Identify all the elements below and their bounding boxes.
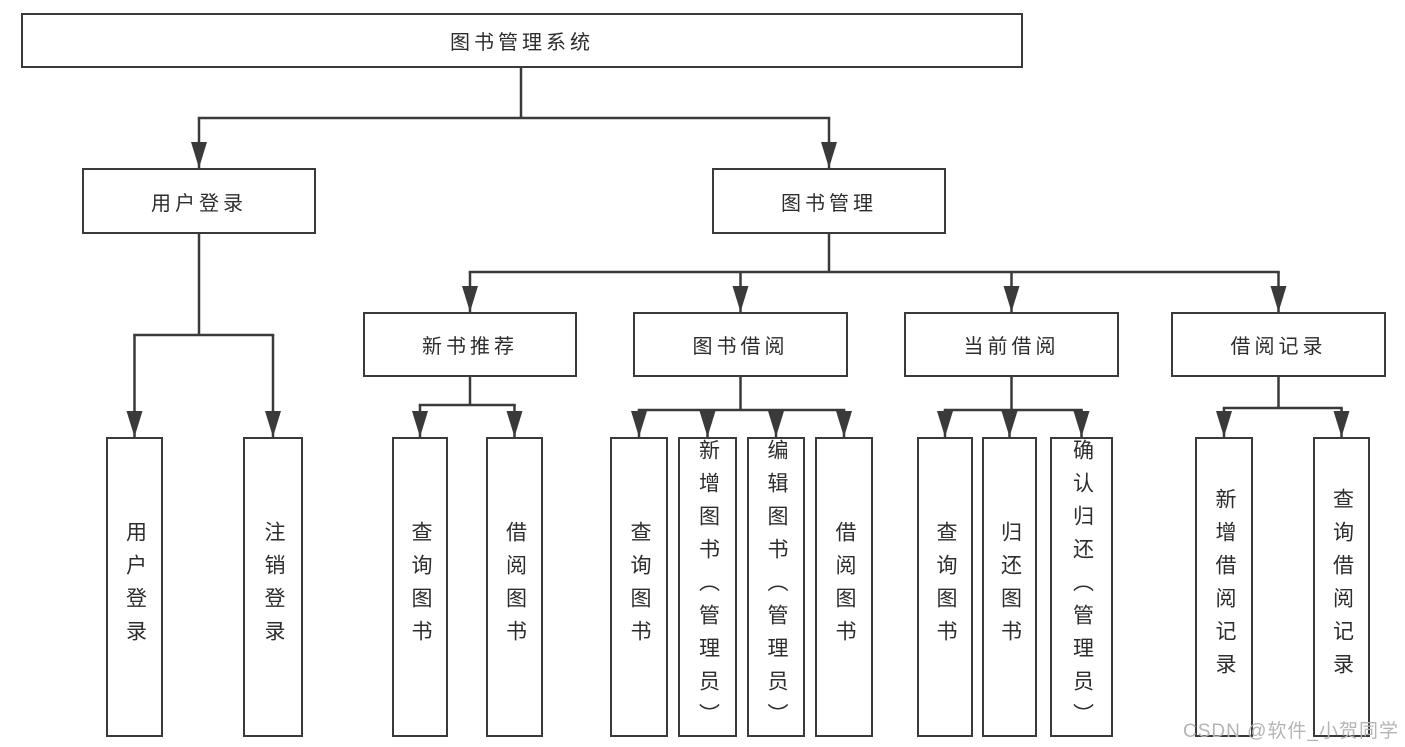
node-label: 新增借阅记录 xyxy=(1213,488,1236,686)
node-library-management-system: 图书管理系统 xyxy=(21,13,1023,68)
leaf-user-login: 用户登录 xyxy=(106,437,163,737)
node-book-management: 图书管理 xyxy=(712,168,946,234)
arrows-borrow-records-leaves xyxy=(1216,408,1350,437)
node-new-book-recommend: 新书推荐 xyxy=(363,312,577,377)
leaf-add-books-admin: 新增图书（管理员） xyxy=(678,437,737,737)
csdn-watermark: CSDN @软件_小贺同学 xyxy=(1183,721,1399,742)
node-label: 借阅图书 xyxy=(833,521,856,653)
node-label: 查询图书 xyxy=(409,521,432,653)
node-label: 确认归还（管理员） xyxy=(1070,439,1094,736)
node-label: 查询图书 xyxy=(628,521,651,653)
node-label: 当前借阅 xyxy=(963,336,1060,358)
node-label: 图书管理 xyxy=(781,192,877,215)
node-user-login: 用户登录 xyxy=(82,168,316,234)
node-label: 图书借阅 xyxy=(692,336,789,358)
leaf-query-borrow-record: 查询借阅记录 xyxy=(1313,437,1370,737)
node-book-borrowing: 图书借阅 xyxy=(633,312,848,377)
arrows-root-to-level2 xyxy=(191,118,837,168)
node-label: 图书管理系统 xyxy=(450,32,594,54)
arrows-user-login-leaves xyxy=(126,335,281,437)
node-label: 新增图书（管理员） xyxy=(696,439,720,736)
leaf-add-borrow-record: 新增借阅记录 xyxy=(1195,437,1253,737)
node-label: 用户登录 xyxy=(123,521,147,653)
leaf-query-books-3: 查询图书 xyxy=(917,437,973,737)
leaf-return-books: 归还图书 xyxy=(982,437,1037,737)
leaf-logout: 注销登录 xyxy=(243,437,303,737)
leaf-edit-books-admin: 编辑图书（管理员） xyxy=(747,437,805,737)
node-label: 注销登录 xyxy=(262,521,285,653)
node-label: 查询图书 xyxy=(934,521,957,653)
arrows-book-borrow-leaves xyxy=(631,410,852,437)
arrows-new-book-leaves xyxy=(412,405,523,437)
node-current-borrowing: 当前借阅 xyxy=(904,312,1119,377)
node-label: 归还图书 xyxy=(998,521,1022,653)
node-borrowing-records: 借阅记录 xyxy=(1171,312,1386,377)
leaf-borrow-books-1: 借阅图书 xyxy=(486,437,543,737)
leaf-confirm-return-admin: 确认归还（管理员） xyxy=(1050,437,1113,737)
node-label: 借阅记录 xyxy=(1230,336,1327,358)
arrows-book-mgmt-to-level3 xyxy=(462,272,1287,312)
arrows-current-borrow-leaves xyxy=(937,410,1090,437)
node-label: 编辑图书（管理员） xyxy=(765,439,788,736)
node-label: 借阅图书 xyxy=(503,521,527,653)
leaf-query-books-2: 查询图书 xyxy=(610,437,668,737)
leaf-borrow-books-2: 借阅图书 xyxy=(815,437,873,737)
node-label: 查询借阅记录 xyxy=(1330,488,1354,686)
leaf-query-books-1: 查询图书 xyxy=(392,437,448,737)
node-label: 用户登录 xyxy=(151,192,247,215)
node-label: 新书推荐 xyxy=(422,336,518,358)
